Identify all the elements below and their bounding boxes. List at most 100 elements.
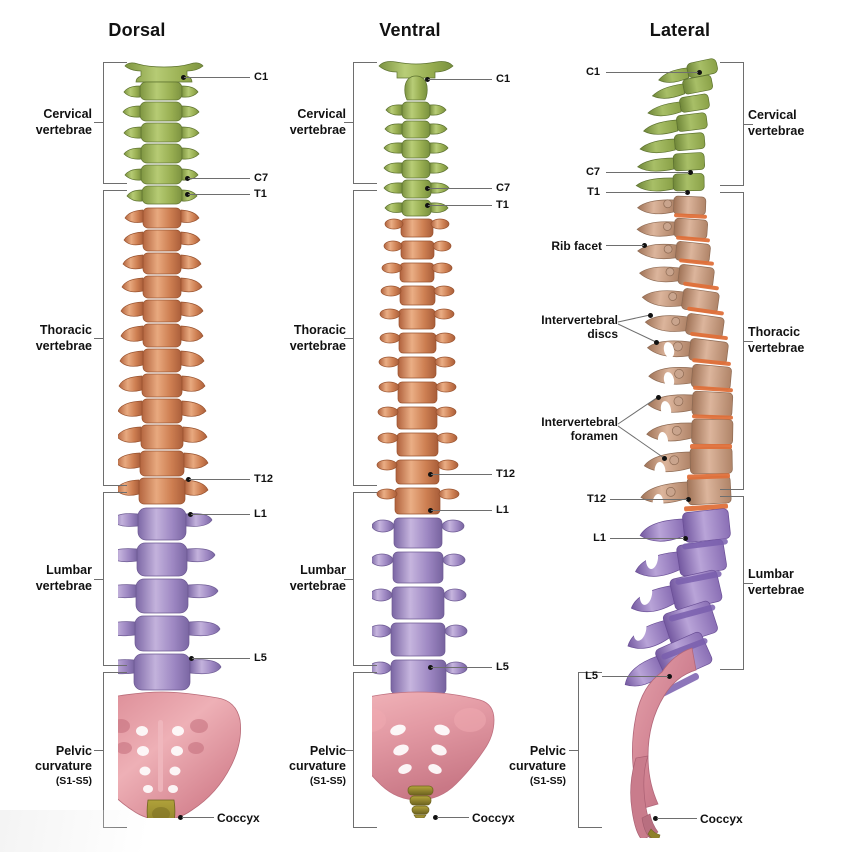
region-label-pelvic-lateral: Pelvic curvature (S1-S5): [476, 728, 566, 804]
lead-dot-foramen-1: [656, 395, 661, 400]
lead-dot-l5-dorsal: [189, 656, 194, 661]
lead-line-rib-facet: [606, 245, 644, 246]
lead-line-c1-dorsal: [184, 77, 250, 78]
lead-dot-c7-lateral: [688, 170, 693, 175]
callout-intervertebral-foramen: Intervertebral foramen: [541, 415, 618, 444]
vertebra-label-t12-dorsal: T12: [254, 473, 273, 485]
region-label-lumbar-lateral: Lumbar vertebrae: [748, 567, 805, 597]
lead-dot-t1-dorsal: [185, 192, 190, 197]
lead-dot-l5-lateral: [667, 674, 672, 679]
lead-dot-c7-ventral: [425, 186, 430, 191]
panel-title-lateral: Lateral: [649, 20, 711, 40]
lead-dot-discs-2: [654, 340, 659, 345]
vertebra-label-t12-lateral: T12: [587, 493, 606, 505]
lead-line-l5-lateral: [602, 676, 668, 677]
lead-line-l1-lateral: [610, 538, 684, 539]
bracket-pelvic-dorsal: [94, 672, 127, 828]
bracket-lumbar-ventral: [344, 492, 377, 666]
vertebra-label-c7-ventral: C7: [496, 182, 511, 194]
spine-illustration-lateral: [624, 58, 734, 838]
panel-title-dorsal: Dorsal: [108, 20, 166, 40]
lead-dot-t1-lateral: [685, 190, 690, 195]
lead-line-t12-ventral: [431, 474, 492, 475]
region-label-thoracic-lateral: Thoracic vertebrae: [748, 325, 805, 355]
vertebra-label-t1-lateral: T1: [587, 186, 600, 198]
spine-illustration-dorsal: [118, 62, 241, 818]
lead-line-l1-dorsal: [191, 514, 250, 515]
bracket-thoracic-lateral: [720, 192, 753, 490]
region-label-thoracic-ventral: Thoracic vertebrae: [289, 323, 346, 353]
lead-line-coccyx-ventral: [437, 817, 469, 818]
lead-line-c7-ventral: [428, 188, 492, 189]
region-label-pelvic-main: Pelvic curvature: [35, 743, 92, 774]
lead-line-l5-dorsal: [192, 658, 250, 659]
vertebra-label-l1-lateral: L1: [593, 532, 606, 544]
lead-dot-c1-dorsal: [181, 75, 186, 80]
lead-dot-c1-ventral: [425, 77, 430, 82]
region-label-cervical-lateral: Cervical vertebrae: [748, 108, 805, 138]
region-label-pelvic-sub: (S1-S5): [529, 774, 566, 787]
lead-dot-t12-dorsal: [186, 477, 191, 482]
region-label-pelvic-sub: (S1-S5): [309, 774, 346, 787]
bracket-cervical-lateral: [720, 62, 753, 186]
lead-line-c1-ventral: [428, 79, 492, 80]
vertebra-label-c1-dorsal: C1: [254, 71, 269, 83]
vertebra-label-l1-dorsal: L1: [254, 508, 267, 520]
lead-line-t1-ventral: [428, 205, 492, 206]
vertebra-label-c1-ventral: C1: [496, 73, 511, 85]
region-label-lumbar-ventral: Lumbar vertebrae: [289, 563, 346, 593]
lead-line-t1-dorsal: [188, 194, 250, 195]
callout-intervertebral-discs: Intervertebral discs: [541, 313, 618, 342]
vertebra-label-l5-dorsal: L5: [254, 652, 267, 664]
region-label-cervical-ventral: Cervical vertebrae: [289, 107, 346, 137]
bracket-cervical-ventral: [344, 62, 377, 184]
lead-dot-t12-ventral: [428, 472, 433, 477]
coccyx-ventral: [407, 785, 434, 818]
lead-dot-foramen-2: [662, 456, 667, 461]
region-label-pelvic-main: Pelvic curvature: [509, 743, 566, 774]
region-label-pelvic-dorsal: Pelvic curvature (S1-S5): [2, 728, 92, 804]
lead-dot-discs-1: [648, 313, 653, 318]
vertebra-label-t12-ventral: T12: [496, 468, 515, 480]
lead-line-t1-lateral: [606, 192, 686, 193]
sacrum-lateral: [632, 647, 697, 809]
lead-dot-coccyx-lateral: [653, 816, 658, 821]
lead-line-c7-lateral: [606, 172, 689, 173]
coccyx-lateral: [647, 828, 661, 838]
bracket-cervical-dorsal: [94, 62, 127, 184]
bracket-lumbar-dorsal: [94, 492, 127, 666]
panel-lateral: Lateral: [509, 0, 844, 852]
lead-dot-l1-ventral: [428, 508, 433, 513]
vertebra-label-l5-ventral: L5: [496, 661, 509, 673]
lead-dot-l5-ventral: [428, 665, 433, 670]
vertebra-label-coccyx-dorsal: Coccyx: [217, 811, 260, 825]
lead-line-l5-ventral: [431, 667, 492, 668]
lead-line-t12-lateral: [610, 499, 687, 500]
bracket-lumbar-lateral: [720, 496, 753, 670]
lead-line-c7-dorsal: [188, 178, 250, 179]
vertebra-label-coccyx-ventral: Coccyx: [472, 811, 515, 825]
lead-dot-l1-lateral: [683, 536, 688, 541]
panel-dorsal: Dorsal: [0, 0, 290, 852]
lead-line-coccyx-lateral: [657, 818, 697, 819]
region-label-cervical-dorsal: Cervical vertebrae: [35, 107, 92, 137]
region-label-lumbar-dorsal: Lumbar vertebrae: [35, 563, 92, 593]
region-label-pelvic-main: Pelvic curvature: [289, 743, 346, 774]
vertebra-label-c1-lateral: C1: [585, 66, 600, 78]
vertebra-label-t1-dorsal: T1: [254, 188, 267, 200]
vertebra-label-c7-dorsal: C7: [254, 172, 269, 184]
vertebra-label-l1-ventral: L1: [496, 504, 509, 516]
region-label-pelvic-sub: (S1-S5): [55, 774, 92, 787]
bracket-thoracic-dorsal: [94, 190, 127, 486]
lead-dot-coccyx-ventral: [433, 815, 438, 820]
callout-rib-facet: Rib facet: [551, 239, 602, 253]
lead-dot-l1-dorsal: [188, 512, 193, 517]
lead-dot-c1-lateral: [697, 70, 702, 75]
lead-dot-t12-lateral: [686, 497, 691, 502]
vertebra-label-coccyx-lateral: Coccyx: [700, 812, 743, 826]
lead-line-t12-dorsal: [189, 479, 250, 480]
bracket-pelvic-lateral: [569, 672, 602, 828]
region-label-thoracic-dorsal: Thoracic vertebrae: [35, 323, 92, 353]
lead-line-l1-ventral: [431, 510, 492, 511]
panel-title-ventral: Ventral: [379, 20, 441, 40]
